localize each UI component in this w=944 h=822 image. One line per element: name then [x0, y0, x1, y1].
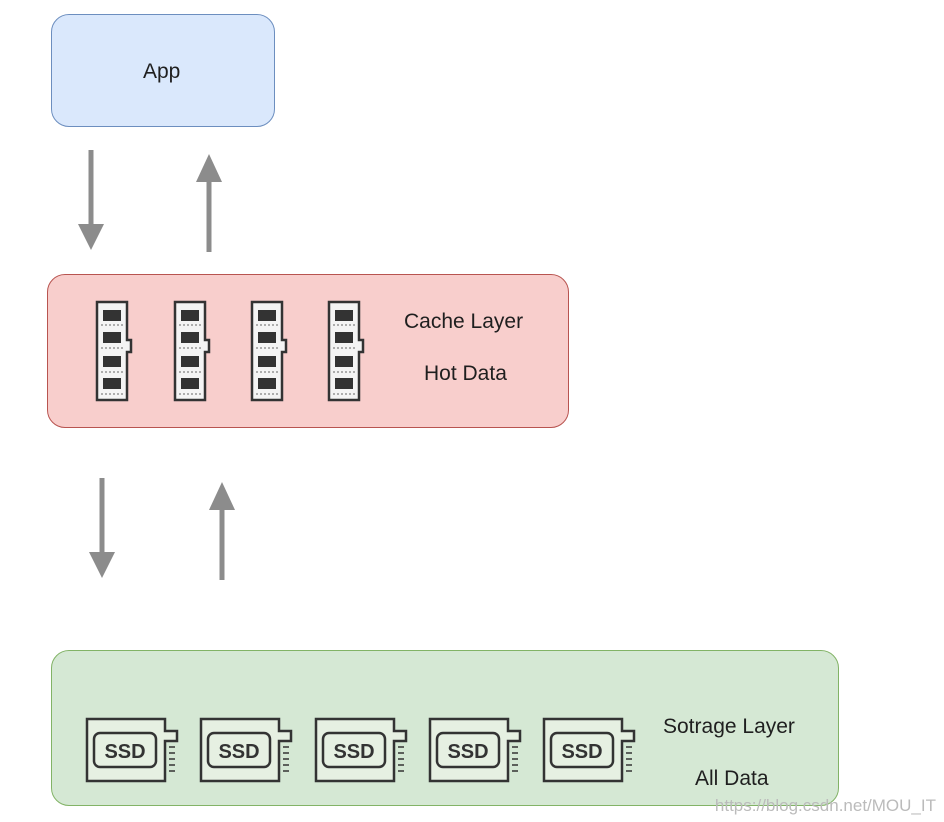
arrow-up-icon	[196, 154, 222, 252]
ram-module-icon	[173, 300, 211, 402]
ssd-label: SSD	[333, 741, 374, 763]
ssd-label: SSD	[561, 741, 602, 763]
ssd-icon: SSD	[199, 717, 293, 783]
app-label: App	[143, 60, 181, 83]
cache-layer-subtitle: Hot Data	[424, 362, 507, 385]
arrow-down-icon	[78, 150, 104, 250]
ram-module-icon	[327, 300, 365, 402]
arrow-up-icon	[209, 482, 235, 580]
ssd-icon: SSD	[428, 717, 522, 783]
ssd-label: SSD	[104, 741, 145, 763]
storage-layer-title: Sotrage Layer	[663, 715, 795, 738]
arrow-down-icon	[89, 478, 115, 578]
ssd-label: SSD	[218, 741, 259, 763]
ssd-icon: SSD	[85, 717, 179, 783]
ram-module-icon	[95, 300, 133, 402]
storage-layer-subtitle: All Data	[695, 767, 769, 790]
ssd-icon: SSD	[542, 717, 636, 783]
watermark: https://blog.csdn.net/MOU_IT	[714, 796, 936, 815]
ssd-label: SSD	[447, 741, 488, 763]
app-box	[51, 14, 275, 127]
cache-layer-box	[47, 274, 569, 428]
ssd-icon: SSD	[314, 717, 408, 783]
cache-layer-title: Cache Layer	[404, 310, 524, 333]
ram-module-icon	[250, 300, 288, 402]
